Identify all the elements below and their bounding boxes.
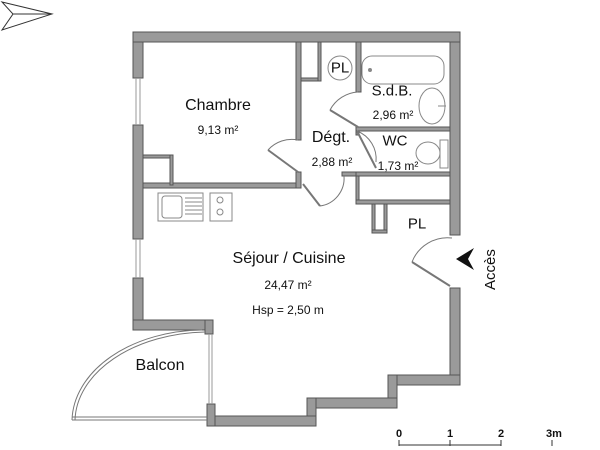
closet-label-pl-entry: PL bbox=[407, 215, 427, 233]
toilet-icon bbox=[415, 141, 441, 165]
room-name-sejour: Séjour / Cuisine bbox=[232, 250, 346, 267]
room-area-degt: 2,88 m² bbox=[311, 155, 353, 169]
doors bbox=[71, 91, 453, 421]
bathtub-icon bbox=[361, 55, 445, 85]
scale-bar bbox=[398, 440, 553, 446]
sink-icon bbox=[157, 192, 204, 222]
scale-tick-2: 2 bbox=[497, 428, 505, 440]
room-area-chambre: 9,13 m² bbox=[197, 123, 239, 137]
room-name-wc: WC bbox=[382, 132, 408, 150]
closet-label-pl: PL bbox=[330, 59, 350, 77]
exterior-walls bbox=[132, 31, 461, 427]
room-area-wc: 1,73 m² bbox=[377, 159, 419, 173]
room-name-chambre: Chambre bbox=[185, 97, 251, 114]
room-name-sdb: S.d.B. bbox=[371, 82, 413, 100]
scale-tick-1: 1 bbox=[446, 428, 454, 440]
scale-tick-0: 0 bbox=[395, 428, 403, 440]
entrance-label: Accès bbox=[482, 249, 499, 290]
room-area-sejour: 24,47 m² bbox=[264, 278, 312, 292]
interior-walls bbox=[142, 41, 451, 234]
windows bbox=[135, 78, 213, 404]
ceiling-height: Hsp = 2,50 m bbox=[252, 303, 324, 317]
north-arrow-icon bbox=[0, 1, 54, 31]
entrance-arrow-icon bbox=[456, 248, 474, 270]
fixtures bbox=[157, 55, 449, 222]
pl-circle-icon bbox=[327, 55, 353, 81]
room-area-sdb: 2,96 m² bbox=[372, 108, 414, 122]
room-name-balcon: Balcon bbox=[135, 357, 185, 374]
room-name-degt: Dégt. bbox=[311, 129, 351, 146]
cooktop-icon bbox=[209, 192, 233, 222]
scale-tick-3m: 3m bbox=[546, 428, 562, 440]
